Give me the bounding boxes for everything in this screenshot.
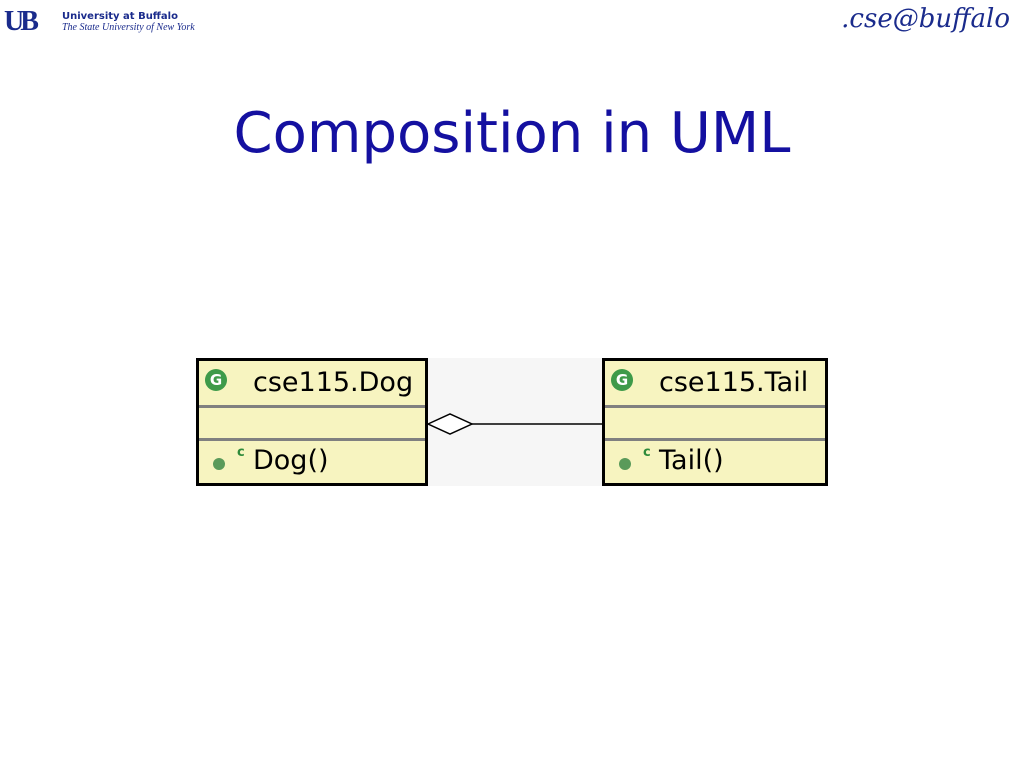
cse-logo: .cse@buffalo bbox=[841, 4, 1010, 34]
class-header: G cse115.Tail bbox=[605, 361, 825, 408]
ub-logo-mark: UB bbox=[4, 6, 39, 37]
class-icon: G bbox=[205, 369, 227, 391]
class-methods: c Tail() bbox=[605, 441, 825, 483]
class-fields bbox=[605, 408, 825, 441]
public-method-icon bbox=[619, 458, 631, 470]
slide-title: Composition in UML bbox=[233, 101, 791, 166]
ub-logo-text: University at Buffalo The State Universi… bbox=[62, 11, 195, 33]
class-name: cse115.Tail bbox=[659, 367, 809, 398]
constructor-marker: c bbox=[643, 445, 651, 460]
ub-logo: UB University at Buffalo The State Unive… bbox=[4, 8, 195, 36]
uml-class-tail: G cse115.Tail c Tail() bbox=[602, 358, 828, 486]
aggregation-connector bbox=[426, 413, 602, 435]
constructor-marker: c bbox=[237, 445, 245, 460]
uml-class-dog: G cse115.Dog c Dog() bbox=[196, 358, 428, 486]
ub-logo-line2: The State University of New York bbox=[62, 22, 195, 33]
method-signature: Dog() bbox=[253, 445, 329, 476]
ub-logo-line1: University at Buffalo bbox=[62, 11, 178, 22]
class-header: G cse115.Dog bbox=[199, 361, 425, 408]
class-methods: c Dog() bbox=[199, 441, 425, 483]
method-signature: Tail() bbox=[659, 445, 724, 476]
class-fields bbox=[199, 408, 425, 441]
aggregation-diamond-icon bbox=[426, 413, 474, 435]
public-method-icon bbox=[213, 458, 225, 470]
class-icon: G bbox=[611, 369, 633, 391]
class-name: cse115.Dog bbox=[253, 367, 414, 398]
